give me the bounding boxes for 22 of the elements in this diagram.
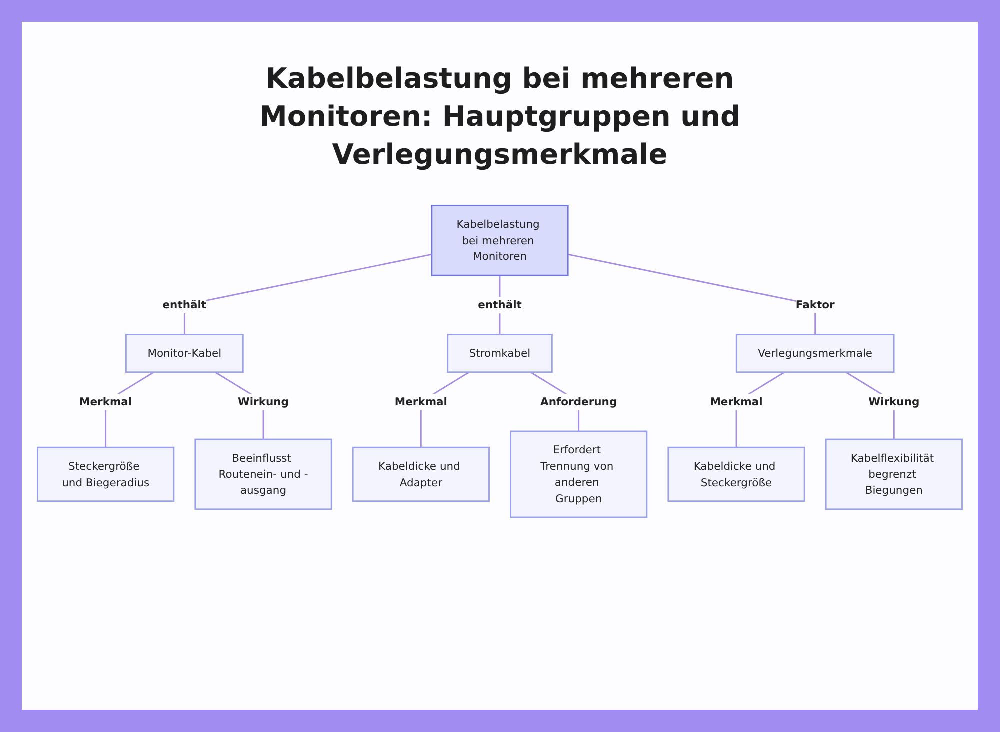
edge-label: Faktor xyxy=(796,298,835,312)
edge-label: Merkmal xyxy=(710,395,763,408)
node-box: Verlegungsmerkmale xyxy=(736,334,895,374)
edge-label: Anforderung xyxy=(540,395,618,408)
node-box: Stromkabel xyxy=(447,334,553,374)
node-box: Kabelflexibilität begrenzt Biegungen xyxy=(825,438,963,510)
edge-label: Merkmal xyxy=(80,395,132,408)
node-box: Kabelbelastung bei mehreren Monitoren xyxy=(431,205,569,276)
node-box: Kabeldicke und Adapter xyxy=(352,446,490,502)
title: Kabelbelastung bei mehreren Monitoren: Hauptgruppen und Verlegungsmerkmale xyxy=(258,61,742,173)
node-box: Erfordert Trennung von anderen Gruppen xyxy=(510,430,648,518)
node-box: Monitor-Kabel xyxy=(125,334,244,374)
edge-label: Wirkung xyxy=(238,395,289,408)
connector xyxy=(568,254,816,335)
node-box: Kabeldicke und Steckergröße xyxy=(668,446,806,502)
edge-label: enthält xyxy=(478,298,522,312)
edge-label: Wirkung xyxy=(868,395,920,408)
node-box: Beeinflusst Routenein- und -ausgang xyxy=(194,438,332,510)
edge-label: Merkmal xyxy=(394,395,448,408)
connector xyxy=(184,254,432,335)
node-box: Steckergröße und Biegeradius xyxy=(37,446,175,502)
edge-label: enthält xyxy=(162,298,207,312)
